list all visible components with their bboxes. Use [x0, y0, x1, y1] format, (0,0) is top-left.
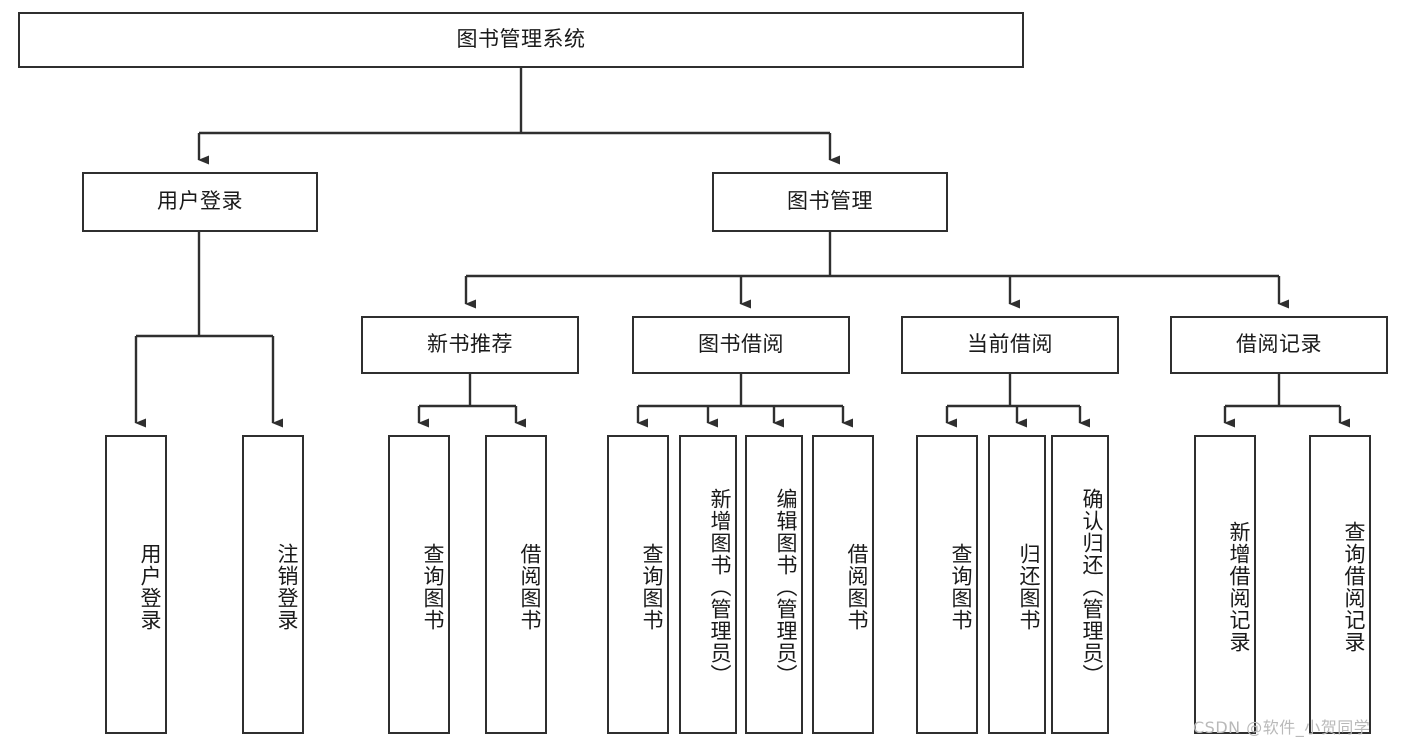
node-user-login[interactable]: 用户登录	[82, 172, 318, 232]
node-leaf-query-book-recommend[interactable]: 查询图书	[388, 435, 450, 734]
node-root-label: 图书管理系统	[456, 27, 586, 52]
node-leaf-query-book-recommend-label: 查询图书	[421, 542, 445, 631]
node-leaf-borrow-book-recommend-label: 借阅图书	[518, 542, 542, 631]
node-new-book-recommend-label: 新书推荐	[427, 332, 513, 357]
node-leaf-add-book-admin-label: 新增图书（管理员）	[708, 487, 732, 686]
node-leaf-edit-book-admin[interactable]: 编辑图书（管理员）	[745, 435, 803, 734]
node-book-management-label: 图书管理	[787, 189, 873, 214]
node-leaf-user-login-label: 用户登录	[138, 542, 162, 631]
node-borrow-records[interactable]: 借阅记录	[1170, 316, 1388, 374]
node-leaf-logout[interactable]: 注销登录	[242, 435, 304, 734]
node-leaf-borrow-book-recommend[interactable]: 借阅图书	[485, 435, 547, 734]
node-current-borrow[interactable]: 当前借阅	[901, 316, 1119, 374]
node-leaf-add-borrow-record-label: 新增借阅记录	[1227, 520, 1251, 653]
node-leaf-borrow-book-label: 借阅图书	[845, 542, 869, 631]
node-leaf-return-book[interactable]: 归还图书	[988, 435, 1046, 734]
node-user-login-label: 用户登录	[157, 189, 243, 214]
node-leaf-query-borrow-record-label: 查询借阅记录	[1342, 520, 1366, 653]
node-leaf-return-book-label: 归还图书	[1017, 542, 1041, 631]
node-leaf-add-book-admin[interactable]: 新增图书（管理员）	[679, 435, 737, 734]
node-borrow-records-label: 借阅记录	[1236, 332, 1322, 357]
node-leaf-user-login[interactable]: 用户登录	[105, 435, 167, 734]
node-leaf-query-book-current-label: 查询图书	[949, 542, 973, 631]
node-book-management[interactable]: 图书管理	[712, 172, 948, 232]
node-leaf-confirm-return-admin[interactable]: 确认归还（管理员）	[1051, 435, 1109, 734]
node-new-book-recommend[interactable]: 新书推荐	[361, 316, 579, 374]
node-book-borrow-label: 图书借阅	[698, 332, 784, 357]
node-leaf-query-borrow-record[interactable]: 查询借阅记录	[1309, 435, 1371, 734]
csdn-watermark: CSDN @软件_小贺同学	[1193, 718, 1371, 737]
node-leaf-edit-book-admin-label: 编辑图书（管理员）	[774, 487, 798, 686]
node-leaf-add-borrow-record[interactable]: 新增借阅记录	[1194, 435, 1256, 734]
node-book-borrow[interactable]: 图书借阅	[632, 316, 850, 374]
node-root-system[interactable]: 图书管理系统	[18, 12, 1024, 68]
node-leaf-query-book-borrow-label: 查询图书	[640, 542, 664, 631]
node-leaf-borrow-book[interactable]: 借阅图书	[812, 435, 874, 734]
node-leaf-query-book-borrow[interactable]: 查询图书	[607, 435, 669, 734]
node-leaf-confirm-return-admin-label: 确认归还（管理员）	[1080, 487, 1104, 686]
node-leaf-query-book-current[interactable]: 查询图书	[916, 435, 978, 734]
node-current-borrow-label: 当前借阅	[967, 332, 1053, 357]
node-leaf-logout-label: 注销登录	[275, 542, 299, 631]
